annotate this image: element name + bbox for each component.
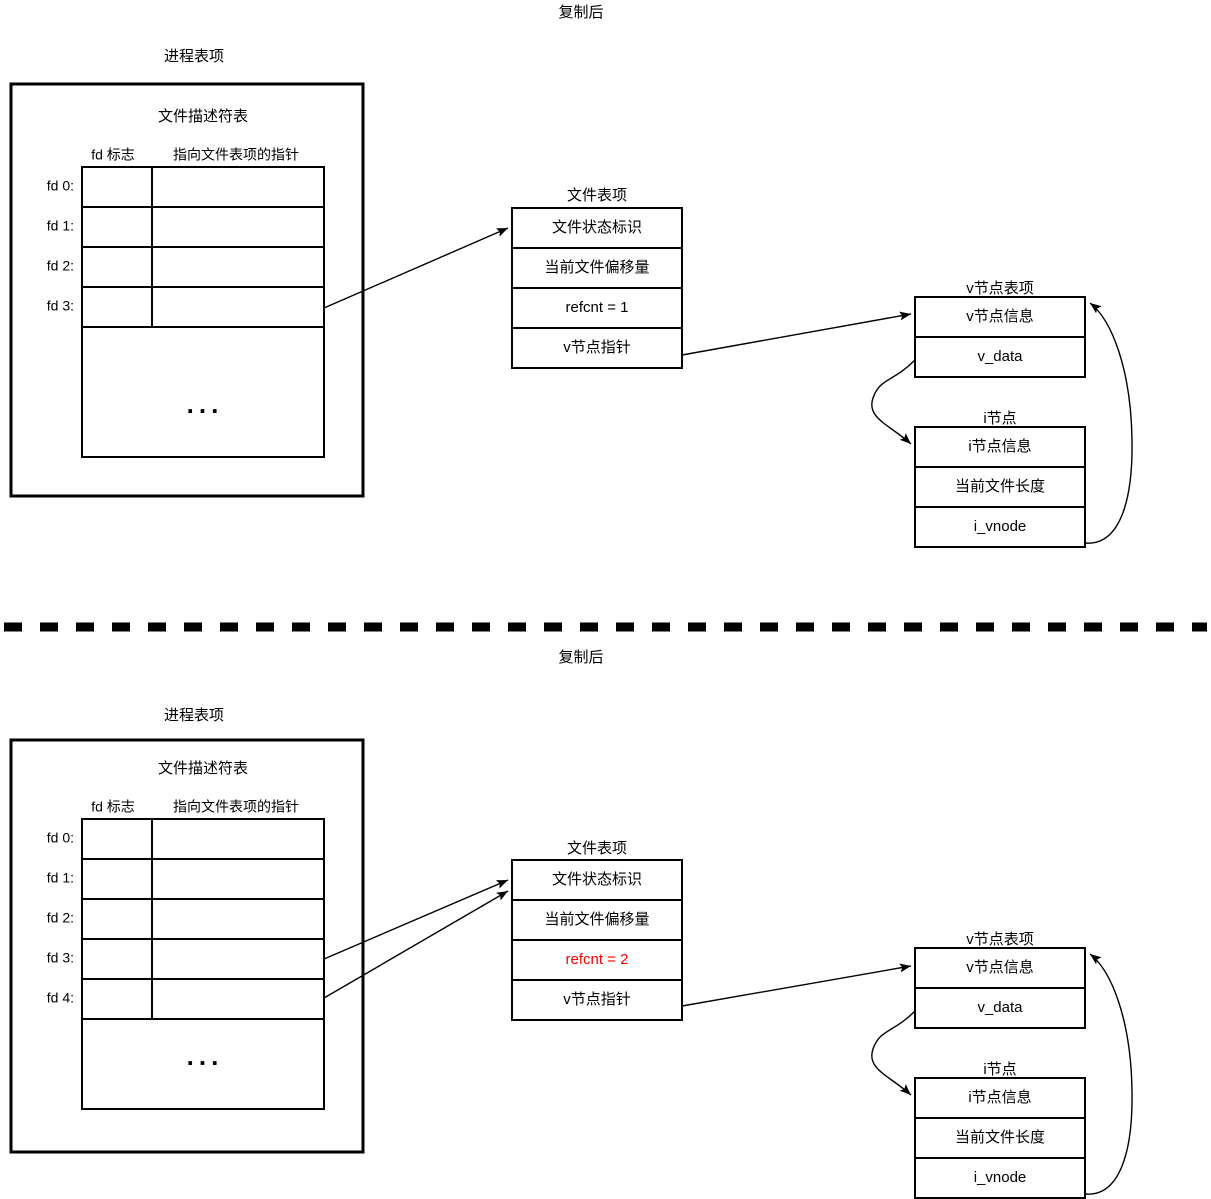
- inode-table-caption-after: i节点: [983, 1061, 1016, 1078]
- vnode-row-vdata-after: v_data: [977, 999, 1023, 1016]
- fd-row-label-0-after: fd 0:: [47, 830, 74, 846]
- fd-table-grid-after: [81, 818, 325, 1110]
- fd-row-label-0-before: fd 0:: [47, 178, 74, 194]
- process-table-box-before: [9, 82, 365, 498]
- inode-table-caption-before: i节点: [983, 410, 1016, 427]
- file-table-row-vnodeptr-before: v节点指针: [563, 339, 631, 356]
- fd-row-label-2-after: fd 2:: [47, 910, 74, 926]
- section-title-before: 复制后: [558, 3, 603, 21]
- curve-ivnode-to-vnode-before: [1084, 302, 1133, 544]
- inode-table-box-after: [914, 1077, 1086, 1199]
- arrow-filetable-to-vnode-after: [681, 963, 912, 1007]
- fd-table-ellipsis-after: ...: [187, 1041, 224, 1071]
- fd-pointer-column-header-after: 指向文件表项的指针: [173, 799, 299, 815]
- arrow-filetable-to-vnode-before: [681, 311, 912, 356]
- fd-row-label-3-before: fd 3:: [47, 298, 74, 314]
- fd-row-label-2-before: fd 2:: [47, 258, 74, 274]
- inode-row-length-before: 当前文件长度: [955, 478, 1045, 495]
- process-table-caption-before: 进程表项: [164, 48, 224, 65]
- arrow-fd3-to-filetable-after: [323, 879, 509, 960]
- fd-flag-column-header-before: fd 标志: [91, 147, 135, 163]
- file-table-row-status-after: 文件状态标识: [552, 871, 642, 888]
- inode-row-ivnode-before: i_vnode: [974, 518, 1027, 535]
- fd-row-label-3-after: fd 3:: [47, 950, 74, 966]
- file-table-caption-after: 文件表项: [567, 840, 627, 857]
- process-table-caption-after: 进程表项: [164, 707, 224, 724]
- file-table-row-refcnt-before: refcnt = 1: [566, 299, 629, 316]
- inode-row-length-after: 当前文件长度: [955, 1129, 1045, 1146]
- inode-row-ivnode-after: i_vnode: [974, 1169, 1027, 1186]
- fd-table-caption-after: 文件描述符表: [158, 760, 248, 777]
- vnode-table-caption-after: v节点表项: [966, 931, 1034, 948]
- fd-table-ellipsis-before: ...: [187, 389, 224, 419]
- inode-row-info-after: i节点信息: [968, 1089, 1031, 1106]
- arrow-fd3-to-filetable-before: [323, 227, 509, 309]
- section-title-after: 复制后: [558, 648, 603, 666]
- fd-row-label-4-after: fd 4:: [47, 990, 74, 1006]
- fd-pointer-column-header-before: 指向文件表项的指针: [173, 147, 299, 163]
- file-table-caption-before: 文件表项: [567, 187, 627, 204]
- fd-flag-column-header-after: fd 标志: [91, 799, 135, 815]
- file-table-row-status-before: 文件状态标识: [552, 219, 642, 236]
- file-table-row-vnodeptr-after: v节点指针: [563, 991, 631, 1008]
- vnode-table-caption-before: v节点表项: [966, 280, 1034, 297]
- inode-row-info-before: i节点信息: [968, 438, 1031, 455]
- vnode-row-info-before: v节点信息: [966, 308, 1034, 325]
- file-table-row-refcnt-after: refcnt = 2: [566, 951, 629, 968]
- file-table-row-offset-before: 当前文件偏移量: [544, 259, 649, 276]
- fd-table-caption-before: 文件描述符表: [158, 108, 248, 125]
- fd-row-label-1-after: fd 1:: [47, 870, 74, 886]
- process-table-box-after: [9, 738, 365, 1154]
- curve-ivnode-to-vnode-after: [1084, 953, 1133, 1195]
- inode-table-box-before: [914, 426, 1086, 548]
- curve-vdata-to-inode-before: [871, 359, 916, 445]
- fd-row-label-1-before: fd 1:: [47, 218, 74, 234]
- arrow-fd4-to-filetable-after: [323, 890, 509, 999]
- fd-table-grid-before: [81, 166, 325, 458]
- curve-vdata-to-inode-after: [871, 1010, 916, 1096]
- vnode-row-info-after: v节点信息: [966, 959, 1034, 976]
- vnode-row-vdata-before: v_data: [977, 348, 1023, 365]
- file-table-row-offset-after: 当前文件偏移量: [544, 911, 649, 928]
